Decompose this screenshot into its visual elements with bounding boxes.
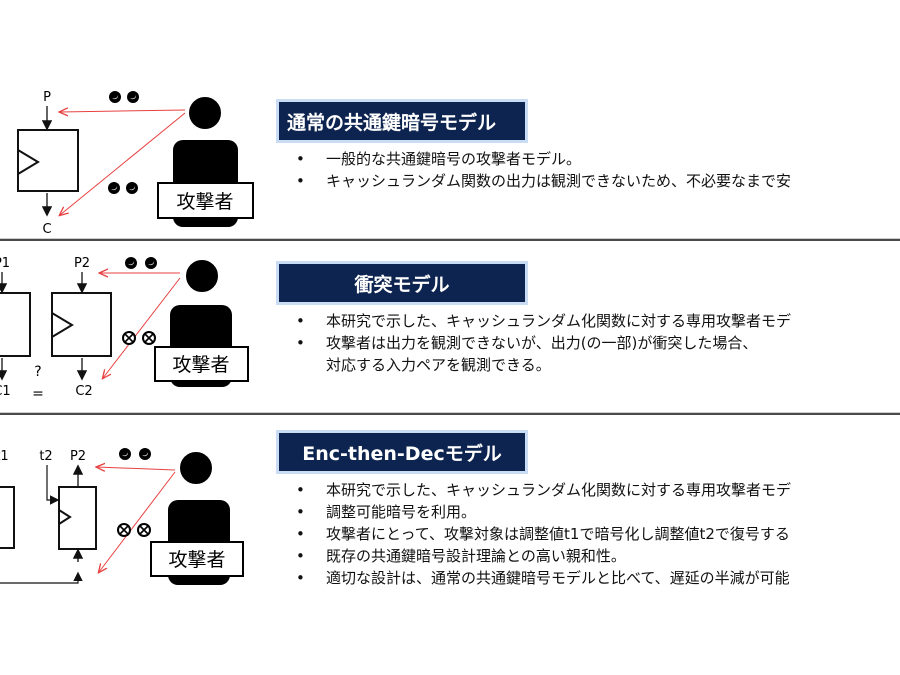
attacker-label: 攻撃者 bbox=[172, 354, 229, 376]
encrypt-block bbox=[0, 486, 15, 549]
observe-input-arrow bbox=[60, 110, 186, 112]
plaintext2-label: P2 bbox=[74, 256, 90, 271]
bullet-item: キャッシュランダム関数の出力は観測できないため、不必要なまで安 bbox=[290, 170, 900, 192]
bullet-item: 適切な設計は、通常の共通鍵暗号モデルと比べて、遅延の半減が可能 bbox=[290, 567, 900, 589]
bullet-item: 本研究で示した、キャッシュランダム化関数に対する専用攻撃者モデ bbox=[290, 479, 900, 501]
no-observe-input-arrow bbox=[99, 471, 176, 572]
bullet-item-continuation: 対応する入力ペアを観測できる。 bbox=[326, 356, 551, 374]
clock-triangle-icon bbox=[51, 312, 74, 338]
normal-model-diagram: P C 攻撃者 bbox=[17, 90, 254, 237]
section-title-enc-then-dec: Enc-then-Decモデル bbox=[276, 430, 528, 474]
cipher-block-1 bbox=[0, 292, 31, 357]
collision-model-diagram: P1 C1 ? = P2 C2 攻撃者 bbox=[0, 256, 249, 402]
question-mark: ? bbox=[34, 364, 41, 380]
enc-then-dec-bullets: 本研究で示した、キャッシュランダム化関数に対する専用攻撃者モデ 調整可能暗号を利… bbox=[290, 479, 900, 589]
observe-eye-icon bbox=[109, 91, 121, 103]
bullet-item: 本研究で示した、キャッシュランダム化関数に対する専用攻撃者モデ bbox=[290, 310, 900, 332]
attacker-label: 攻撃者 bbox=[176, 191, 233, 213]
bullet-item: 調整可能暗号を利用。 bbox=[290, 501, 900, 523]
clock-triangle-icon bbox=[17, 149, 40, 175]
attacker-icon: 攻撃者 bbox=[150, 450, 244, 585]
ciphertext-label: C bbox=[42, 222, 51, 237]
observe-eye-icon bbox=[126, 182, 138, 194]
plaintext-label: P bbox=[43, 90, 51, 105]
attacker-icon: 攻撃者 bbox=[154, 258, 249, 387]
enc-then-dec-diagram: t1 t2 P2 攻撃者 bbox=[0, 448, 244, 585]
blind-eye-icon bbox=[142, 331, 156, 345]
attacker-icon: 攻撃者 bbox=[157, 95, 254, 227]
observe-eye-icon bbox=[139, 448, 151, 460]
no-observe-output-arrow bbox=[103, 277, 181, 378]
bullet-item: 攻撃者は出力を観測できないが、出力(の一部)が衝突した場合、 bbox=[290, 332, 900, 354]
cipher-block bbox=[17, 129, 79, 192]
tweak2-label: t2 bbox=[39, 449, 52, 464]
blind-eye-icon bbox=[137, 523, 151, 537]
tweak2-arrow bbox=[46, 465, 60, 505]
decrypt-output-label: P2 bbox=[70, 449, 86, 464]
tweak1-label: t1 bbox=[0, 449, 9, 464]
bullet-item: 一般的な共通鍵暗号の攻撃者モデル。 bbox=[290, 148, 900, 170]
bullet-item: 既存の共通鍵暗号設計理論との高い親和性。 bbox=[290, 545, 900, 567]
cipher-block-2 bbox=[51, 292, 112, 357]
bullet-item: 攻撃者にとって、攻撃対象は調整値t1で暗号化し調整値t2で復号する bbox=[290, 523, 900, 545]
section-title-collision: 衝突モデル bbox=[276, 261, 528, 305]
feed-line bbox=[0, 571, 83, 584]
observe-eye-icon bbox=[119, 448, 131, 460]
observe-output-arrow bbox=[97, 467, 176, 470]
equals-sign: = bbox=[32, 386, 44, 402]
plaintext1-label: P1 bbox=[0, 256, 10, 271]
ciphertext2-label: C2 bbox=[75, 384, 92, 399]
blind-eye-icon bbox=[122, 331, 136, 345]
section-title-normal: 通常の共通鍵暗号モデル bbox=[276, 99, 528, 143]
attacker-label: 攻撃者 bbox=[168, 549, 225, 571]
clock-triangle-icon bbox=[58, 509, 72, 525]
decrypt-block bbox=[58, 486, 97, 550]
section-divider bbox=[0, 238, 900, 241]
blind-eye-icon bbox=[117, 523, 131, 537]
observe-output-arrow bbox=[60, 112, 186, 215]
observe-eye-icon bbox=[127, 91, 139, 103]
normal-bullets: 一般的な共通鍵暗号の攻撃者モデル。 キャッシュランダム関数の出力は観測できないた… bbox=[290, 148, 900, 192]
observe-eye-icon bbox=[145, 257, 157, 269]
observe-eye-icon bbox=[108, 182, 120, 194]
section-divider bbox=[0, 412, 900, 415]
collision-bullets: 本研究で示した、キャッシュランダム化関数に対する専用攻撃者モデ 攻撃者は出力を観… bbox=[290, 310, 900, 376]
ciphertext1-label: C1 bbox=[0, 384, 11, 399]
observe-eye-icon bbox=[125, 257, 137, 269]
